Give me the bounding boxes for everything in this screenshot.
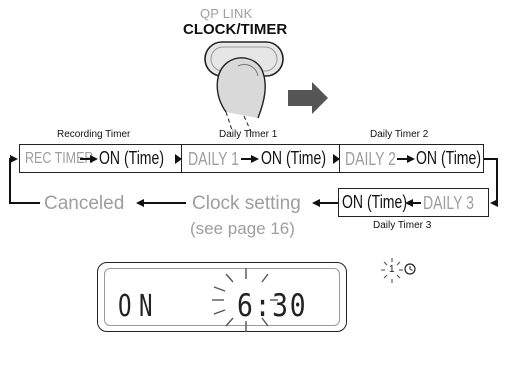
clock-timer-label: CLOCK/TIMER xyxy=(183,21,288,38)
timer-sparkle-icon xyxy=(381,258,403,283)
loop-right xyxy=(484,158,498,207)
arrow-box1-to-box2 xyxy=(175,154,182,164)
rec-on-time-text: ON (Time) xyxy=(99,148,164,168)
lcd-time-text: 6:30 xyxy=(237,288,308,324)
daily-1-on-time-text: ON (Time) xyxy=(261,148,326,168)
daily-3-box xyxy=(338,188,489,217)
daily-1-box xyxy=(181,144,340,173)
daily-timer-1-caption: Daily Timer 1 xyxy=(219,129,278,140)
lcd-inner-frame xyxy=(104,268,340,326)
daily-3-on-time-text: ON (Time) xyxy=(342,192,407,212)
see-page-text: (see page 16) xyxy=(190,219,295,238)
press-arrow-icon xyxy=(288,82,328,114)
daily-2-on-time-text: ON (Time) xyxy=(416,148,481,168)
clock-icon xyxy=(404,263,416,275)
recording-timer-caption: Recording Timer xyxy=(57,129,131,140)
canceled-text: Canceled xyxy=(44,193,125,214)
daily-3-text: DAILY 3 xyxy=(423,193,474,213)
finger-press-icon xyxy=(216,57,266,135)
daily-timer-2-caption: Daily Timer 2 xyxy=(370,129,429,140)
lcd-mode-text: ON xyxy=(118,289,161,324)
daily-1-text: DAILY 1 xyxy=(188,149,239,169)
rec-timer-text: REC TIMER xyxy=(25,150,94,167)
blink-rays-icon xyxy=(212,268,278,332)
qp-link-label: QP LINK xyxy=(200,6,253,21)
lcd-timer-number: 1 xyxy=(389,264,395,275)
clock-setting-text: Clock setting xyxy=(192,193,301,214)
daily-timer-3-caption: Daily Timer 3 xyxy=(373,220,432,231)
daily-2-text: DAILY 2 xyxy=(345,149,396,169)
loop-left xyxy=(9,155,40,204)
rec-timer-box xyxy=(19,144,182,173)
arrow-box2-to-box3 xyxy=(333,154,340,164)
